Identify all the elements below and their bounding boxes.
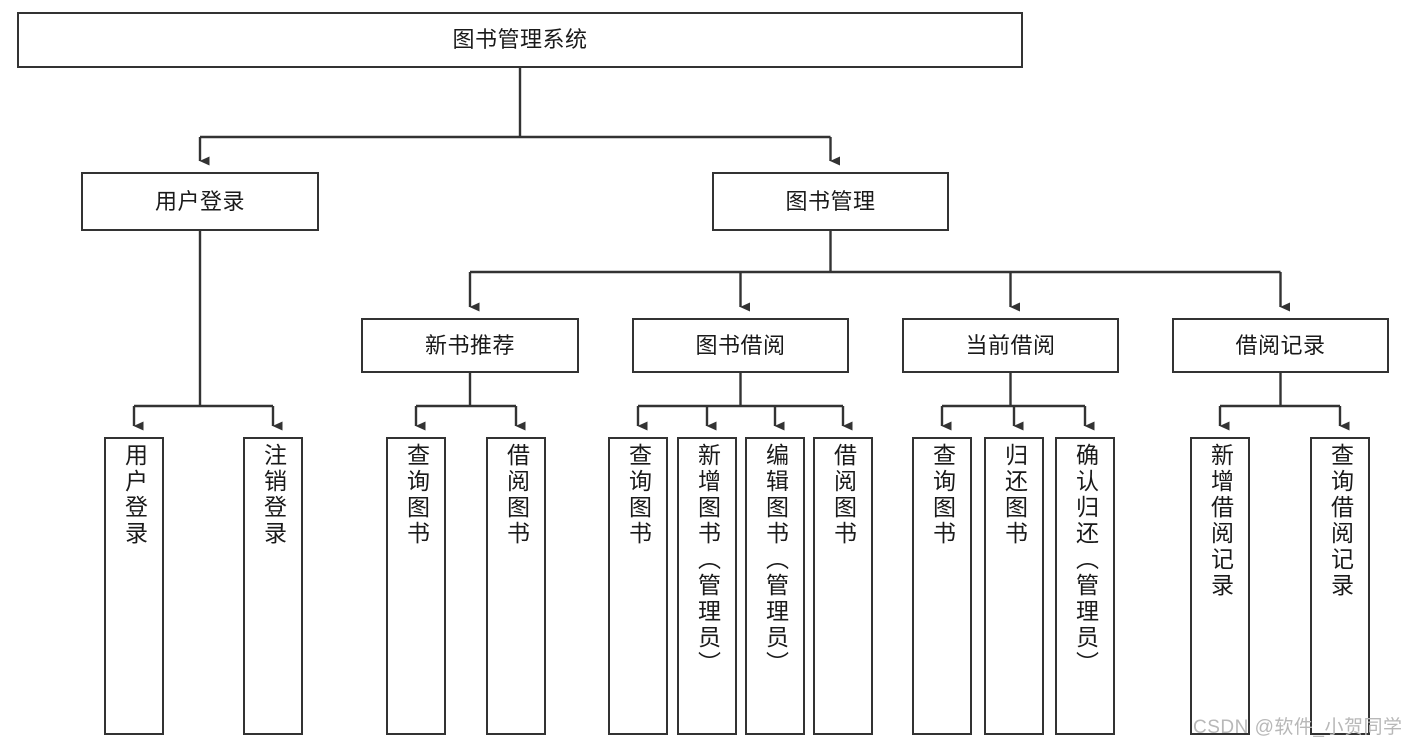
node-label: 借阅图书 — [503, 443, 530, 547]
node-label: 用户登录 — [154, 188, 245, 214]
node-label: 新书推荐 — [424, 332, 515, 358]
node-leaf-record-add[interactable]: 新增借阅记录 — [1190, 437, 1250, 735]
node-new-book-rec[interactable]: 新书推荐 — [361, 318, 579, 373]
node-label: 图书借阅 — [695, 332, 786, 358]
node-label: 注销登录 — [260, 443, 287, 547]
node-leaf-user-logout[interactable]: 注销登录 — [243, 437, 303, 735]
node-leaf-borrow-borrow-book[interactable]: 借阅图书 — [813, 437, 873, 735]
node-label: 查询图书 — [625, 443, 652, 547]
node-book-borrow[interactable]: 图书借阅 — [632, 318, 849, 373]
node-leaf-current-confirm-return[interactable]: 确认归还（管理员） — [1055, 437, 1115, 735]
node-label: 查询图书 — [403, 443, 430, 547]
node-leaf-current-return-book[interactable]: 归还图书 — [984, 437, 1044, 735]
node-label: 当前借阅 — [965, 332, 1056, 358]
node-label: 图书管理 — [785, 188, 876, 214]
node-label: 借阅图书 — [830, 443, 857, 547]
node-user-login[interactable]: 用户登录 — [81, 172, 319, 231]
node-label: 用户登录 — [121, 443, 148, 547]
node-leaf-rec-borrow-book[interactable]: 借阅图书 — [486, 437, 546, 735]
node-label: 确认归还（管理员） — [1072, 443, 1099, 677]
node-leaf-current-query-book[interactable]: 查询图书 — [912, 437, 972, 735]
node-leaf-borrow-query-book[interactable]: 查询图书 — [608, 437, 668, 735]
node-book-manage[interactable]: 图书管理 — [712, 172, 949, 231]
node-label: 查询图书 — [929, 443, 956, 547]
node-label: 新增图书（管理员） — [694, 443, 721, 677]
node-label: 图书管理系统 — [452, 27, 588, 53]
node-borrow-record[interactable]: 借阅记录 — [1172, 318, 1389, 373]
node-root[interactable]: 图书管理系统 — [17, 12, 1023, 68]
node-leaf-rec-query-book[interactable]: 查询图书 — [386, 437, 446, 735]
node-leaf-borrow-add-book[interactable]: 新增图书（管理员） — [677, 437, 737, 735]
node-label: 查询借阅记录 — [1327, 443, 1354, 599]
node-label: 归还图书 — [1001, 443, 1028, 547]
node-leaf-user-login[interactable]: 用户登录 — [104, 437, 164, 735]
node-leaf-record-query[interactable]: 查询借阅记录 — [1310, 437, 1370, 735]
node-label: 编辑图书（管理员） — [762, 443, 789, 677]
node-leaf-borrow-edit-book[interactable]: 编辑图书（管理员） — [745, 437, 805, 735]
node-current-borrow[interactable]: 当前借阅 — [902, 318, 1119, 373]
node-label: 新增借阅记录 — [1207, 443, 1234, 599]
node-label: 借阅记录 — [1235, 332, 1326, 358]
